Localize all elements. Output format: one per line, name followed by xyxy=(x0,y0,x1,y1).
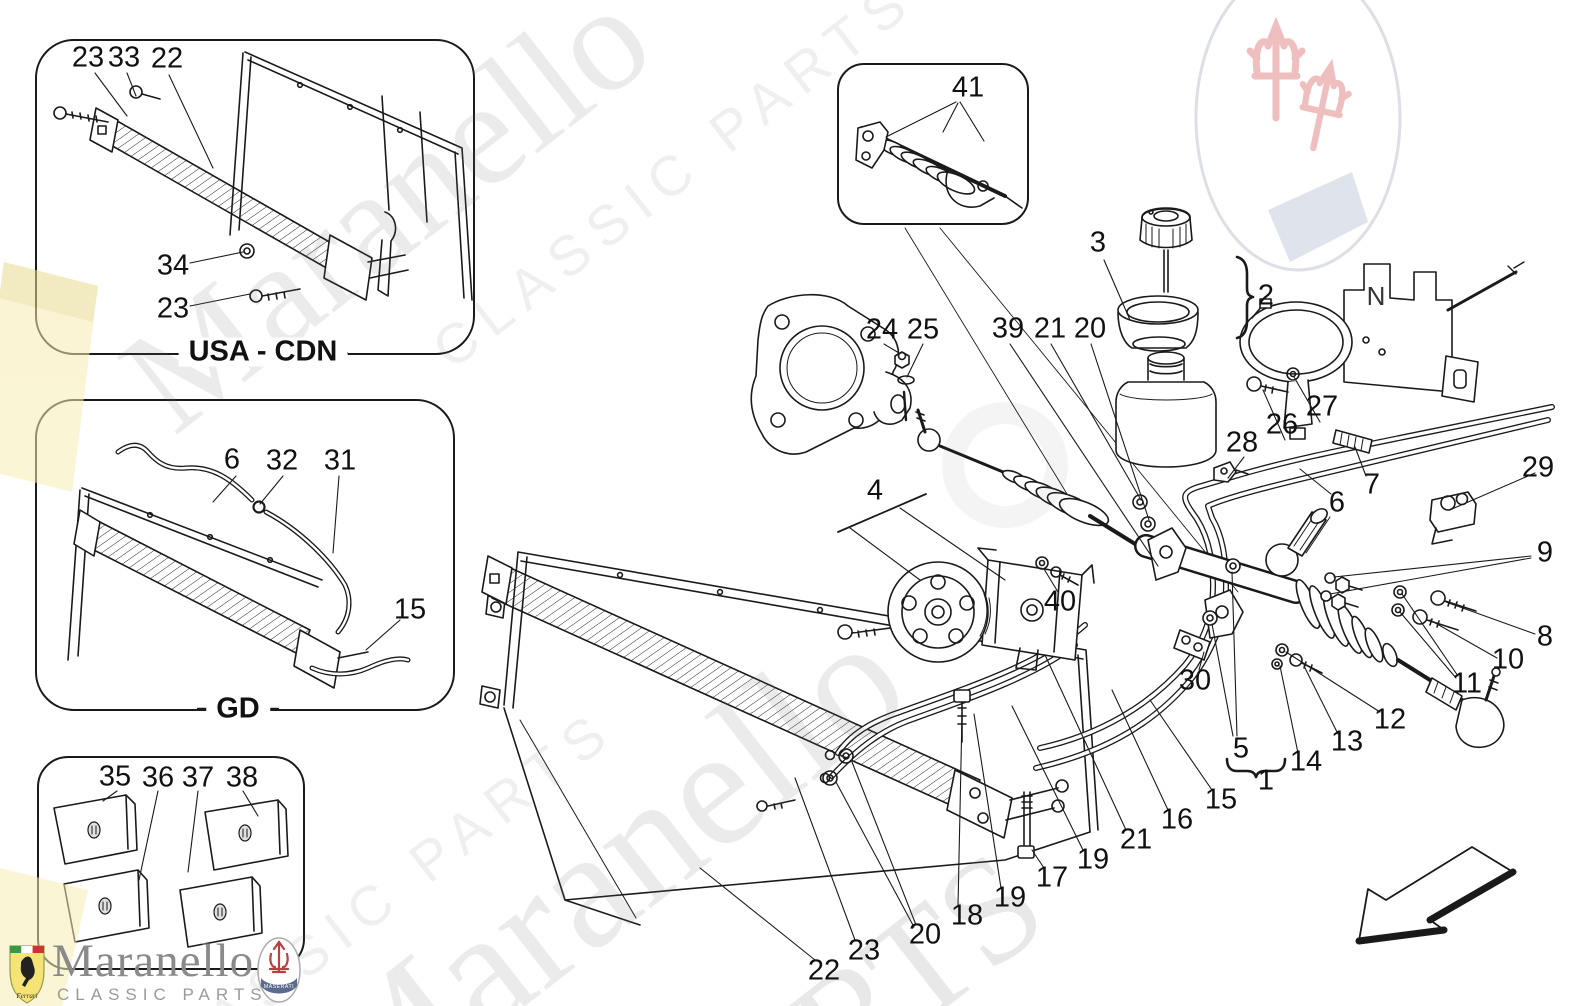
callout-23: 23 xyxy=(71,41,105,74)
callout-36: 36 xyxy=(141,761,175,794)
inset-plates-box xyxy=(37,756,305,970)
callout-19: 19 xyxy=(1076,843,1110,876)
callout-7: 7 xyxy=(1363,468,1381,501)
callout-28: 28 xyxy=(1225,426,1259,459)
power-steering-pump-drawing xyxy=(822,494,1156,859)
callout-20: 20 xyxy=(1073,312,1107,345)
callout-24: 24 xyxy=(865,313,899,346)
svg-text:MASERATI: MASERATI xyxy=(264,984,294,990)
callout-25: 25 xyxy=(906,313,940,346)
callout-22: 22 xyxy=(807,954,841,987)
callout-6: 6 xyxy=(223,443,241,476)
bracket-clamp-drawing xyxy=(1213,261,1525,483)
steering-knuckle-drawing xyxy=(750,293,915,455)
callout-23: 23 xyxy=(156,292,190,325)
callout-35: 35 xyxy=(98,760,132,793)
gd-cooler-drawing xyxy=(67,442,411,689)
maserati-badge-logo: MASERATI xyxy=(257,937,301,1003)
callout-19: 19 xyxy=(993,881,1027,914)
callout-16: 16 xyxy=(1160,803,1194,836)
callout-32: 32 xyxy=(265,444,299,477)
callout-15: 15 xyxy=(1204,783,1238,816)
callout-29: 29 xyxy=(1521,451,1555,484)
callout-13: 13 xyxy=(1330,725,1364,758)
callout-31: 31 xyxy=(323,444,357,477)
callout-23: 23 xyxy=(847,934,881,967)
inset-detail-41-box xyxy=(837,63,1029,225)
main-radiator-drawing xyxy=(479,551,1099,926)
callout-4: 4 xyxy=(866,474,884,507)
callout-8: 8 xyxy=(1536,620,1554,653)
callout-40: 40 xyxy=(1043,585,1077,618)
callout-21: 21 xyxy=(1033,312,1067,345)
callout-2: 2 xyxy=(1257,279,1275,312)
steering-rack-drawing xyxy=(915,408,1505,749)
footer-tagline-text: CLASSIC PARTS xyxy=(57,985,268,1004)
callout-18: 18 xyxy=(950,899,984,932)
reservoir-drawing xyxy=(1115,207,1217,468)
callout-20: 20 xyxy=(908,918,942,951)
inset-label-gd: GD xyxy=(206,694,270,724)
callout-11: 11 xyxy=(1451,667,1483,700)
callout-22: 22 xyxy=(150,42,184,75)
callout-26: 26 xyxy=(1265,408,1299,441)
callout-5: 5 xyxy=(1232,732,1250,765)
footer-brand-text: Maranello xyxy=(52,935,255,987)
direction-arrow xyxy=(1355,846,1517,945)
callout-37: 37 xyxy=(181,761,215,794)
callout-12: 12 xyxy=(1373,703,1407,736)
rack-clamp-detail-drawing xyxy=(855,121,1023,209)
footer-logo: Ferrari Maranello CLASSIC PARTS MASERATI xyxy=(0,930,320,1006)
callout-1: 1 xyxy=(1257,764,1275,797)
callout-15: 15 xyxy=(393,593,427,626)
bracket-marking-n: N xyxy=(1366,281,1386,311)
callout-38: 38 xyxy=(225,761,259,794)
ferrari-shield-logo: Ferrari xyxy=(9,945,45,1004)
callout-6: 6 xyxy=(1328,486,1346,519)
callout-9: 9 xyxy=(1536,536,1554,569)
callout-14: 14 xyxy=(1289,745,1323,778)
callout-34: 34 xyxy=(156,249,190,282)
callout-10: 10 xyxy=(1491,643,1525,676)
leader-lines xyxy=(94,72,1536,961)
usa-cdn-cooler-drawing xyxy=(53,51,473,303)
callout-30: 30 xyxy=(1178,664,1212,697)
svg-text:Ferrari: Ferrari xyxy=(16,992,38,1000)
inset-label-usa-cdn: USA - CDN xyxy=(178,337,348,367)
callout-3: 3 xyxy=(1089,226,1107,259)
callout-39: 39 xyxy=(991,312,1025,345)
hydraulic-pipes-drawing xyxy=(1033,404,1555,771)
callout-41: 41 xyxy=(951,71,985,104)
callout-33: 33 xyxy=(107,41,141,74)
callout-27: 27 xyxy=(1305,390,1339,423)
callout-21: 21 xyxy=(1119,823,1153,856)
callout-17: 17 xyxy=(1035,861,1069,894)
